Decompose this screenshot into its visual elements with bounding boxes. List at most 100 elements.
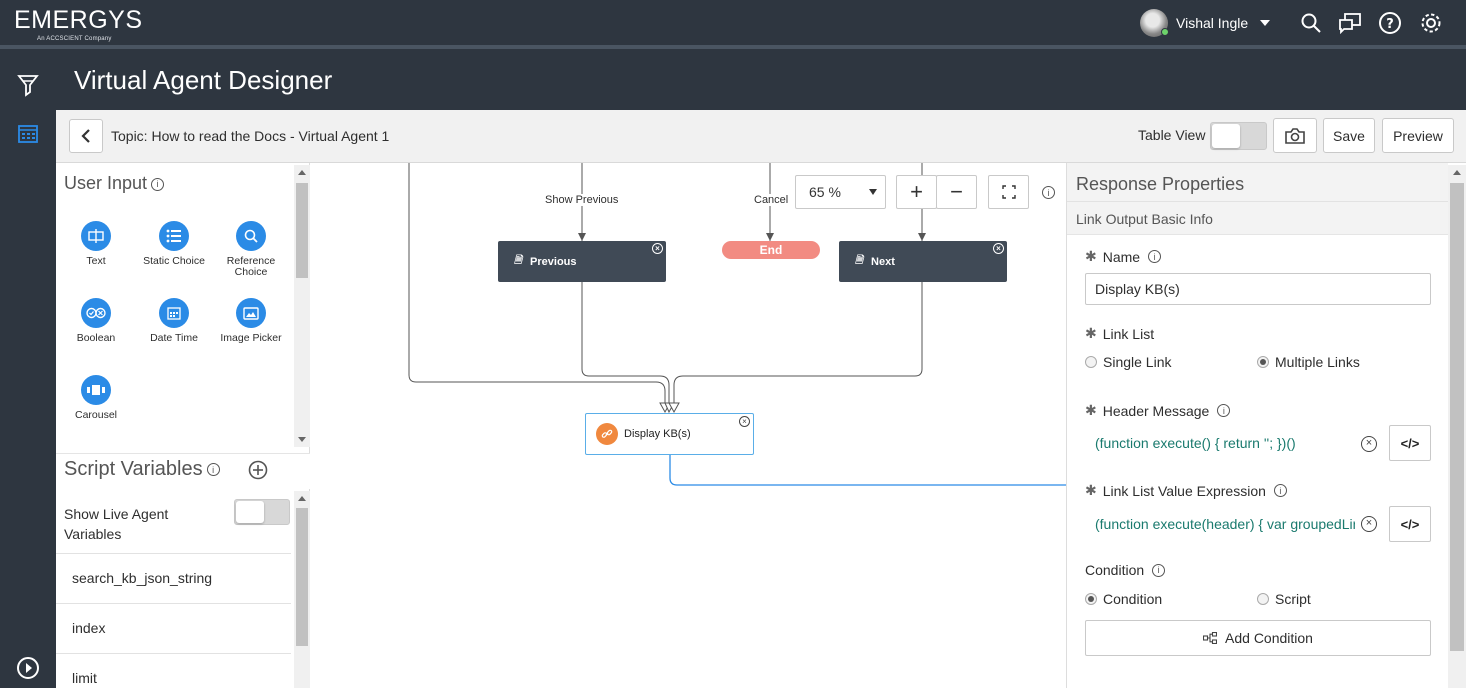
response-icon: 🗎 — [855, 255, 864, 266]
palette-scroll-thumb[interactable] — [296, 183, 308, 278]
search-icon[interactable] — [1298, 10, 1324, 36]
flow-connectors — [408, 163, 1066, 486]
info-icon[interactable]: i — [1042, 186, 1055, 199]
add-variable-icon[interactable] — [248, 460, 268, 480]
list-item[interactable]: search_kb_json_string — [56, 554, 291, 604]
clear-icon[interactable]: × — [1361, 516, 1377, 532]
palette-item-label: Boolean — [76, 332, 116, 344]
brand-logo[interactable]: EMERGYS — [14, 6, 143, 34]
node-display-kbs[interactable]: Display KB(s) × — [585, 413, 754, 455]
node-label: Next — [871, 255, 895, 268]
palette-item-image-picker[interactable]: Image Picker — [216, 298, 286, 344]
close-icon[interactable]: × — [739, 416, 750, 427]
radio-single-link[interactable]: Single Link — [1085, 354, 1172, 370]
live-agent-toggle[interactable] — [234, 499, 290, 525]
info-icon[interactable]: i — [1148, 250, 1162, 263]
gear-icon[interactable] — [1418, 10, 1444, 36]
required-icon: ✱ — [1085, 248, 1097, 264]
header-message-script[interactable]: (function execute() { return ''; })() — [1095, 435, 1296, 451]
left-nav — [0, 49, 56, 688]
palette-item-boolean[interactable]: Boolean — [61, 298, 131, 344]
code-icon: </> — [1400, 516, 1420, 532]
radio-label: Single Link — [1103, 354, 1172, 370]
palette-item-carousel[interactable]: Carousel — [61, 375, 131, 421]
play-icon[interactable] — [14, 654, 42, 682]
variables-scroll-thumb[interactable] — [296, 508, 308, 646]
palette-item-label: Date Time — [150, 332, 198, 344]
chat-icon[interactable] — [1337, 10, 1363, 36]
zoom-select[interactable]: 65 % — [795, 175, 886, 209]
response-icon: 🗎 — [514, 255, 523, 266]
user-name: Vishal Ingle — [1176, 15, 1249, 31]
code-editor-button[interactable]: </> — [1389, 506, 1431, 542]
scroll-up-icon[interactable] — [298, 170, 306, 175]
info-icon[interactable]: i — [1217, 404, 1231, 417]
list-item[interactable]: index — [56, 604, 291, 654]
zoom-out-button[interactable]: − — [936, 175, 977, 209]
script-variables-title: Script Variables — [64, 458, 203, 480]
palette-item-date-time[interactable]: Date Time — [139, 298, 209, 344]
info-icon[interactable]: i — [151, 177, 165, 191]
props-title: Response Properties — [1076, 174, 1245, 194]
divider — [1067, 201, 1448, 202]
required-icon: ✱ — [1085, 402, 1097, 418]
zoom-in-button[interactable]: + — [896, 175, 937, 209]
list-icon — [159, 221, 189, 251]
branch-icon — [1203, 632, 1218, 644]
preview-button[interactable]: Preview — [1382, 118, 1454, 153]
close-icon[interactable]: × — [993, 243, 1004, 254]
clear-icon[interactable]: × — [1361, 436, 1377, 452]
camera-icon — [1285, 127, 1305, 144]
info-icon[interactable]: i — [206, 463, 220, 477]
help-icon[interactable]: ? — [1377, 10, 1403, 36]
close-icon[interactable]: × — [652, 243, 663, 254]
save-button[interactable]: Save — [1323, 118, 1375, 153]
fullscreen-button[interactable] — [988, 175, 1029, 209]
link-list-label-text: Link List — [1102, 325, 1155, 342]
info-icon[interactable]: i — [1273, 484, 1287, 497]
palette-item-reference-choice[interactable]: Reference Choice — [216, 221, 286, 278]
radio-multiple-links[interactable]: Multiple Links — [1257, 354, 1360, 370]
radio-label: Condition — [1103, 591, 1163, 607]
table-view-toggle[interactable] — [1210, 122, 1267, 150]
palette-item-static-choice[interactable]: Static Choice — [139, 221, 209, 267]
link-expression-script[interactable]: (function execute(header) { var groupedL… — [1095, 516, 1355, 532]
radio-label: Multiple Links — [1275, 354, 1360, 370]
node-end[interactable]: End — [722, 241, 820, 259]
top-bar: EMERGYS An ACCSCIENT Company Vishal Ingl… — [0, 0, 1466, 48]
node-label: Display KB(s) — [624, 428, 691, 440]
info-icon[interactable]: i — [1152, 563, 1166, 577]
flow-canvas[interactable]: Show Previous Cancel 🗎 Previous × End 🗎 … — [314, 163, 1066, 688]
radio-condition[interactable]: Condition — [1085, 591, 1162, 607]
chevron-left-icon — [81, 129, 90, 143]
expand-icon — [1001, 185, 1016, 199]
name-field[interactable]: Display KB(s) — [1085, 273, 1431, 305]
user-menu[interactable]: Vishal Ingle — [1140, 9, 1271, 37]
scroll-up-icon[interactable] — [298, 496, 306, 501]
toggle-knob — [236, 501, 264, 523]
plus-icon: + — [910, 179, 923, 204]
snapshot-button[interactable] — [1273, 118, 1317, 153]
image-icon — [236, 298, 266, 328]
props-scroll-thumb[interactable] — [1450, 183, 1464, 651]
node-previous[interactable]: 🗎 Previous × — [498, 241, 666, 282]
back-button[interactable] — [69, 119, 103, 153]
title-band: Virtual Agent Designer — [56, 49, 1466, 110]
code-editor-button[interactable]: </> — [1389, 425, 1431, 461]
palette-item-text[interactable]: Text — [61, 221, 131, 267]
scroll-up-icon[interactable] — [1453, 170, 1461, 175]
response-properties-panel: Response Properties Link Output Basic In… — [1066, 163, 1466, 688]
node-next[interactable]: 🗎 Next × — [839, 241, 1007, 282]
filter-icon[interactable] — [14, 71, 42, 99]
radio-script[interactable]: Script — [1257, 591, 1311, 607]
scroll-down-icon[interactable] — [298, 437, 306, 442]
list-item[interactable]: limit — [56, 654, 291, 688]
edge-label-show-previous: Show Previous — [545, 194, 619, 206]
calendar-icon[interactable] — [14, 119, 42, 147]
live-agent-label: Show Live Agent Variables — [64, 506, 169, 542]
calendar-icon — [159, 298, 189, 328]
add-condition-button[interactable]: Add Condition — [1085, 620, 1431, 656]
